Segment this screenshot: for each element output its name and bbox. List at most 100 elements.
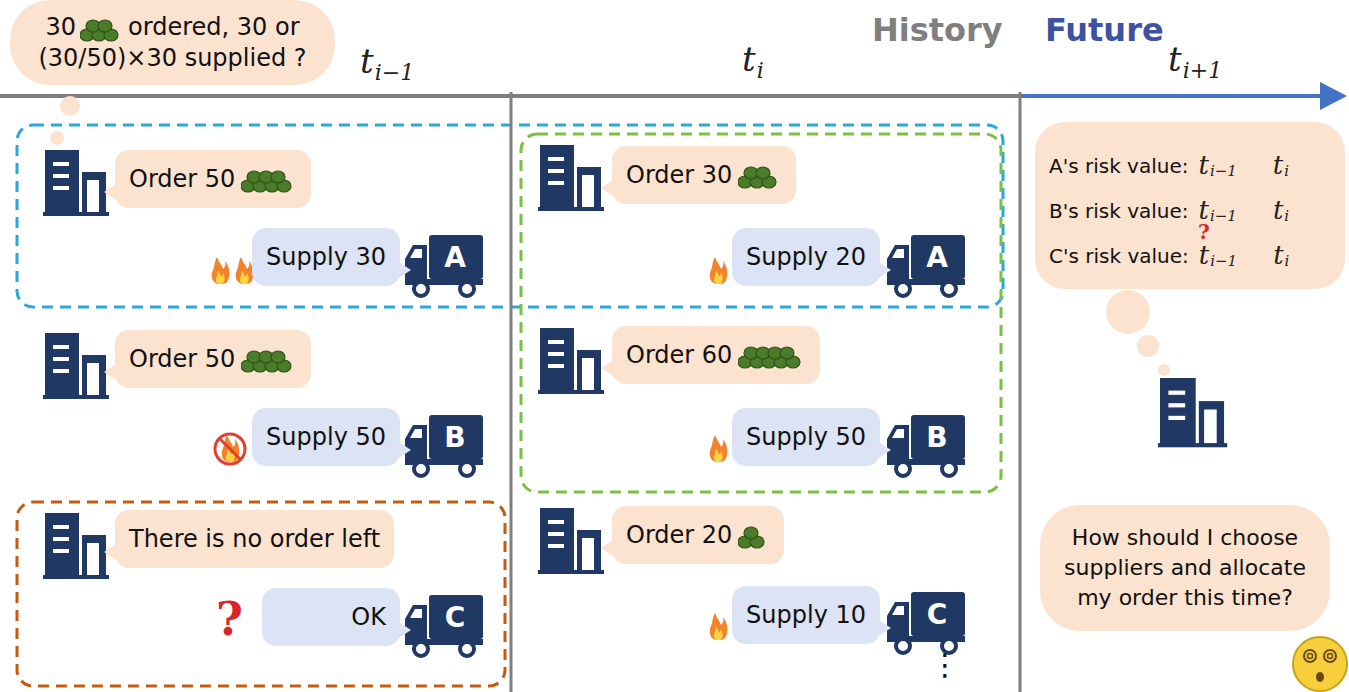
factory-icon [538, 508, 604, 574]
factory-window [1168, 403, 1185, 407]
truck-icon [405, 595, 483, 656]
factory-door [582, 538, 594, 572]
truck-wheel [942, 462, 956, 476]
factory-door [87, 543, 99, 577]
time-symbol: t [742, 42, 756, 76]
factory-door [1204, 410, 1217, 446]
supplier-letter: C [927, 601, 948, 629]
truck-icon [887, 592, 965, 653]
flame-inner [714, 271, 723, 285]
coin [744, 527, 758, 539]
time-subscript: i−1 [375, 62, 414, 84]
dizzy-emoji [1293, 637, 1347, 691]
truck-wheel [460, 462, 474, 476]
flame-outer [710, 257, 728, 284]
emoji-eye [1328, 654, 1333, 659]
truck-window [410, 429, 422, 438]
flame-inner [240, 271, 249, 285]
flame-outer [710, 435, 728, 462]
bubble-text: C's risk value: [1049, 234, 1189, 279]
order-bubble: Order 20 [612, 506, 784, 564]
supplier-letter: A [926, 244, 948, 272]
bubble-text: A's risk value: [1049, 144, 1188, 189]
factory-door [582, 175, 594, 209]
thought-dot [1158, 364, 1170, 376]
factory-tower [45, 513, 79, 577]
flame-inner [714, 627, 723, 641]
truck-cargo [911, 415, 965, 459]
flame-icon [710, 435, 728, 462]
factory-window [53, 369, 69, 373]
factory-icon [538, 328, 604, 394]
supplier-letter: B [926, 424, 947, 452]
coin-pile [738, 160, 782, 190]
factory-base [538, 207, 604, 211]
factory-wing [577, 167, 601, 209]
flame-icon [710, 257, 728, 284]
risk-bubble: A's risk value:B's risk value:C's risk v… [1035, 122, 1345, 289]
coin [780, 347, 794, 359]
order-bubble: Order 50 [115, 330, 311, 388]
factory-base [43, 212, 109, 216]
risk-time-symbol: t [1199, 197, 1209, 223]
bubble-text: There is no order left [129, 524, 380, 554]
factory-tower [45, 150, 79, 214]
bubble-text: ordered, 30 or (30/50)×30 supplied ? [38, 13, 306, 72]
factory-wing [82, 172, 106, 214]
emoji-eye [1304, 650, 1316, 662]
thought-dot [50, 131, 64, 145]
factory-icon [1158, 378, 1227, 447]
factory-tower [45, 333, 79, 397]
risk-time-subscript: i−1 [1210, 209, 1237, 224]
order-bubble: Order 50 [115, 150, 311, 208]
unknown-risk-mark: ? [1198, 222, 1210, 242]
bubble-text: Order 30 [626, 160, 732, 190]
factory-wing [577, 530, 601, 572]
truck-wheel [896, 639, 910, 653]
truck-cargo [429, 595, 483, 639]
factory-tower [540, 508, 574, 572]
bubble-text: OK [351, 602, 386, 632]
coin-pile [241, 164, 297, 194]
emoji-eye [1324, 650, 1336, 662]
order-bubble: Order 60 [612, 326, 820, 384]
history-label: History [872, 14, 1003, 46]
factory-base [538, 570, 604, 574]
factory-icon [43, 513, 109, 579]
factory-wing [577, 350, 601, 392]
bubble-text: Supply 50 [746, 422, 866, 452]
factory-window [1168, 416, 1185, 420]
flame-icon [236, 257, 254, 284]
coin-pile [738, 520, 770, 550]
supply-bubble: Supply 10 [732, 586, 880, 644]
factory-tower [540, 328, 574, 392]
truck-wheel [414, 642, 428, 656]
factory-window [53, 162, 69, 166]
timeline-arrowhead [1320, 82, 1347, 110]
risk-time-symbol: t [1273, 152, 1283, 178]
factory-window [1168, 391, 1185, 395]
factory-wing [82, 535, 106, 577]
supplier-letter: A [444, 244, 466, 272]
time-separator [510, 92, 513, 692]
question-bubble: How should I choose suppliers and alloca… [1040, 505, 1330, 631]
truck-cargo [429, 235, 483, 279]
truck-wheel [460, 282, 474, 296]
order-bubble: Order 30 [612, 146, 796, 204]
bubble-text: Order 60 [626, 340, 732, 370]
factory-window [53, 549, 69, 553]
factory-tower [540, 145, 574, 209]
factory-icon [43, 150, 109, 216]
bubble-text: Order 50 [129, 164, 235, 194]
bubble-text: 30 [46, 13, 77, 41]
time-subscript: i+1 [1183, 60, 1222, 82]
supply-bubble: Supply 20 [732, 228, 880, 286]
bubble-text: How should I choose suppliers and alloca… [1064, 525, 1306, 610]
truck-wheel [896, 462, 910, 476]
coin [271, 351, 285, 363]
emoji-face [1293, 637, 1347, 691]
factory-base [1158, 443, 1227, 447]
factory-window [548, 181, 564, 185]
supplier-letter: C [445, 604, 466, 632]
